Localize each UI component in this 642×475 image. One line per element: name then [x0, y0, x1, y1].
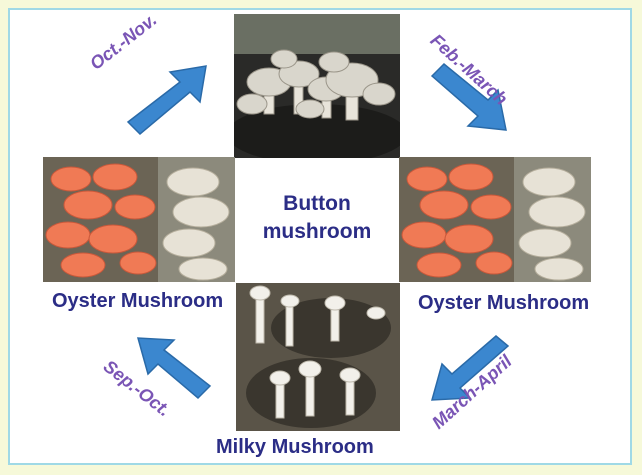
oyster-mushroom-label-left: Oyster Mushroom	[52, 290, 223, 313]
button-mushroom-photo	[234, 14, 400, 158]
oyster-mushroom-label-right: Oyster Mushroom	[418, 292, 589, 315]
arrow-up-right-icon	[124, 60, 210, 140]
oyster-mushroom-photo-left	[43, 157, 235, 282]
button-mushroom-label-line2: mushroom	[263, 218, 372, 245]
milky-mushroom-photo	[236, 283, 400, 431]
oyster-mushroom-photo-right	[399, 157, 591, 282]
milky-mushroom-label: Milky Mushroom	[216, 436, 374, 459]
button-mushroom-label-line1: Button	[283, 190, 351, 217]
button-mushroom-label: Button mushroom	[236, 160, 398, 275]
